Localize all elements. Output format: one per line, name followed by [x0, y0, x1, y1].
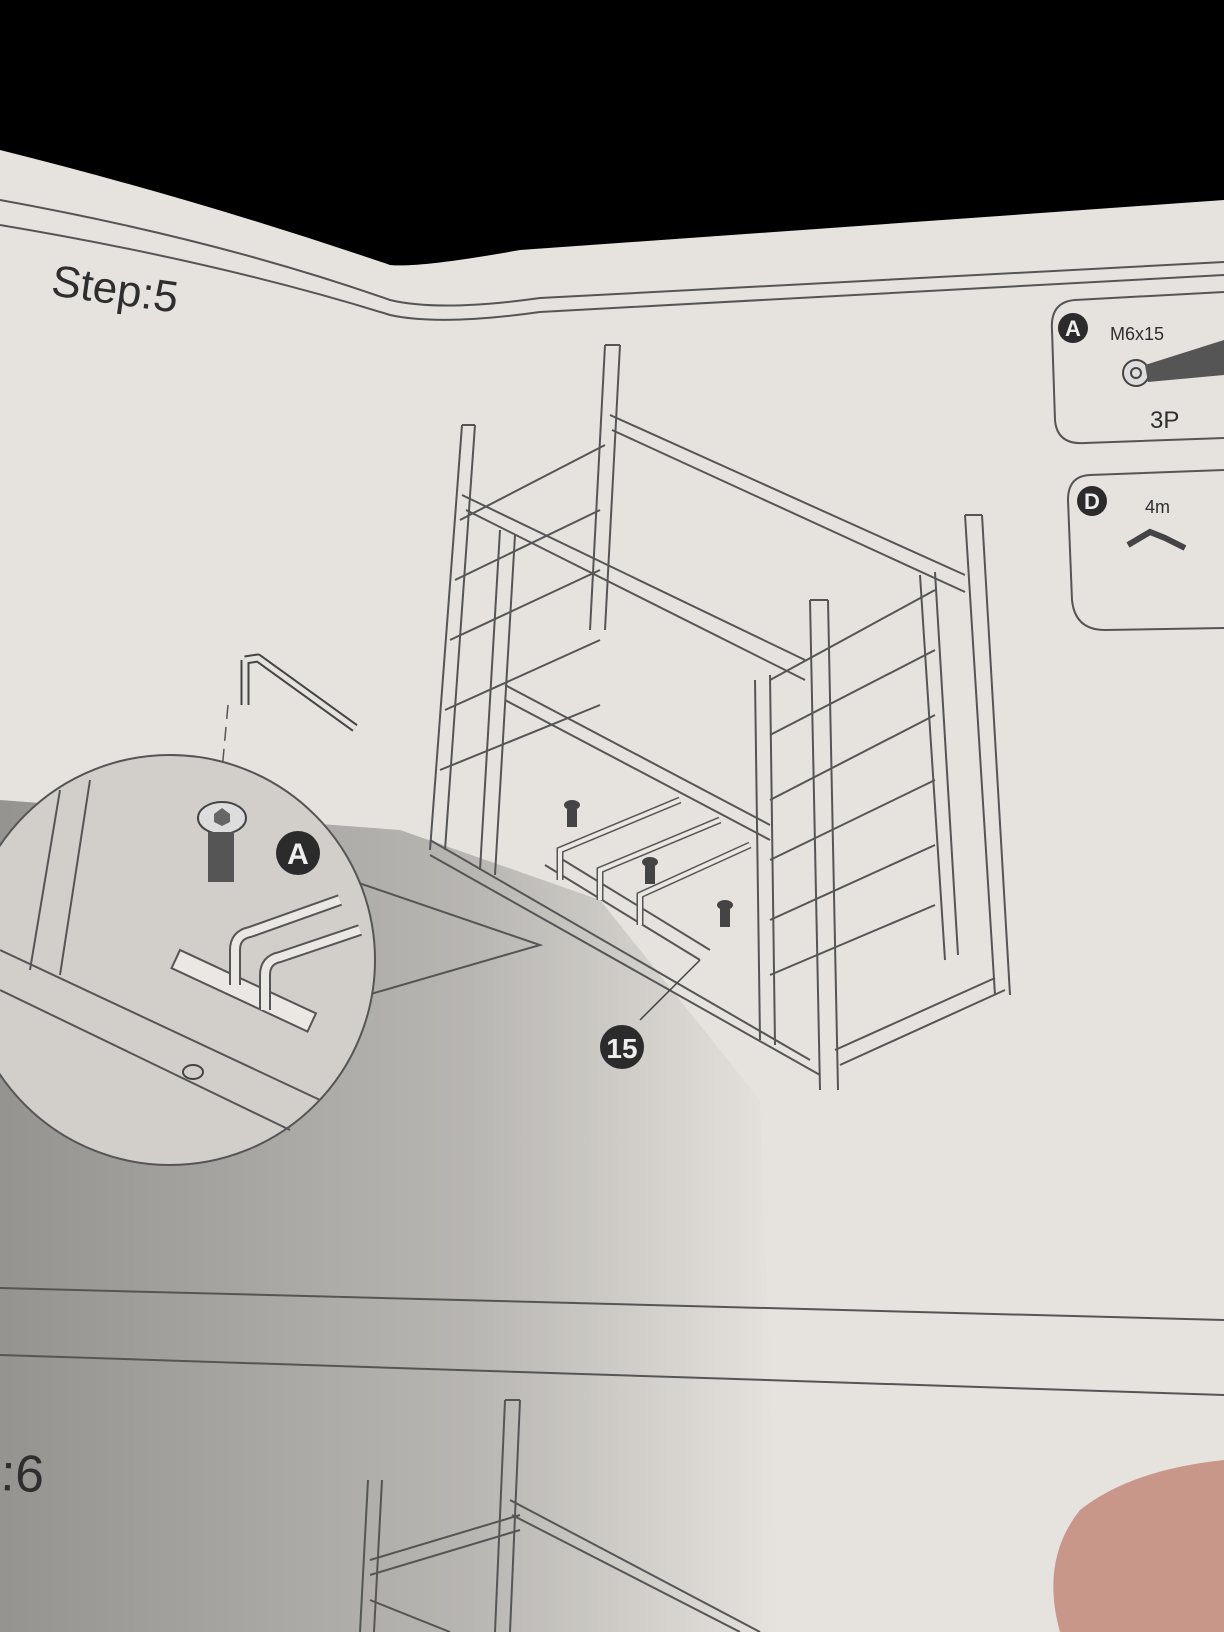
thumb	[1053, 1460, 1224, 1632]
next-step-frame-illustration	[359, 1399, 761, 1632]
part-spec-d: 4m	[1145, 497, 1170, 517]
part-box-d: D 4m	[1066, 469, 1224, 632]
bolt-icons	[564, 800, 733, 927]
part-badge-d	[1077, 486, 1107, 516]
bolt-icon	[197, 801, 247, 882]
detail-magnifier: A	[0, 754, 544, 1166]
screw-icon	[1122, 340, 1224, 387]
component-badge-15	[600, 1025, 644, 1069]
part-box-a: A M6x15 3P	[1050, 291, 1224, 445]
header-rule	[0, 199, 1224, 307]
next-step-title: :6	[0, 1444, 46, 1504]
section-divider	[0, 1287, 1224, 1396]
part-badge-a	[1058, 313, 1088, 343]
part-letter-d: D	[1084, 489, 1100, 514]
allen-key-illustration	[240, 653, 358, 732]
part-qty-a: 3P	[1150, 407, 1179, 434]
header-rule-2	[0, 224, 1224, 321]
part-spec-a: M6x15	[1110, 324, 1164, 344]
part-letter-a: A	[1065, 316, 1081, 341]
allen-key-icon	[1126, 528, 1187, 551]
component-number: 15	[606, 1033, 637, 1064]
callout-letter-a: A	[287, 838, 309, 871]
callout-badge-a	[276, 831, 320, 875]
shelf-frame-illustration	[429, 344, 1011, 1091]
